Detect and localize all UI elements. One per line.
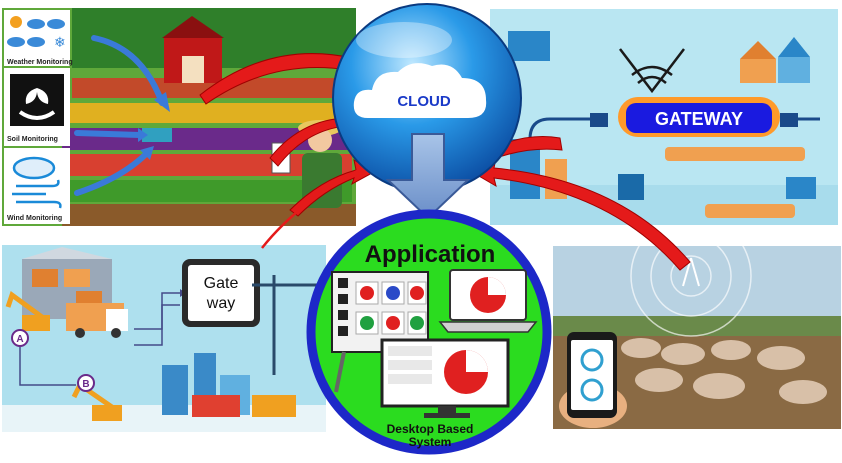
- application-title: Application: [365, 241, 496, 268]
- tablet-gateway-line2: way: [206, 295, 235, 312]
- marker-a-label: A: [16, 334, 23, 345]
- livestock-monitoring-panel: [553, 246, 841, 429]
- trains: [665, 147, 805, 218]
- application-caption-line1: Desktop Based: [387, 422, 474, 436]
- warehouse-logistics-panel: A B Gate way: [2, 245, 326, 432]
- wind-label: Wind Monitoring: [7, 215, 62, 222]
- route-lines: [19, 292, 180, 386]
- construction-area: [162, 275, 320, 417]
- cloud-to-app-arrow-icon: [385, 133, 471, 220]
- marker-a-icon: A: [11, 329, 29, 347]
- tablet-gateway: [182, 259, 260, 327]
- cattle-herd: [621, 338, 827, 404]
- gateway-label: GATEWAY: [655, 109, 743, 129]
- cloud-icon: [353, 63, 487, 118]
- weather-icon: ❄: [7, 16, 66, 50]
- gateway-button: [626, 103, 772, 133]
- marker-b-icon: B: [77, 374, 95, 392]
- sensor-device: [142, 128, 172, 142]
- cloud-label: CLOUD: [397, 93, 450, 110]
- svg-text:❄: ❄: [54, 34, 66, 50]
- excavator-a: [5, 290, 50, 331]
- blue-flow-arrows: [74, 35, 165, 196]
- tablet-gateway-line1: Gate: [204, 275, 239, 292]
- signal-rings: [630, 246, 752, 337]
- desktop-monitor: [380, 338, 510, 418]
- marker-b-label: B: [82, 379, 89, 390]
- laptop-display: [438, 269, 538, 333]
- application-circle: Application: [306, 209, 552, 455]
- soil-plant-icon: [10, 74, 64, 126]
- application-caption-line2: System: [409, 435, 452, 449]
- wind-icon: [12, 156, 62, 209]
- wifi-signal-icon: [619, 48, 685, 94]
- smart-city-gateway-panel: GATEWAY: [490, 9, 838, 225]
- weather-label: Weather Monitoring: [7, 59, 73, 66]
- soil-label: Soil Monitoring: [7, 136, 58, 143]
- barn: [162, 16, 224, 83]
- red-arrow-warehouse: [261, 162, 371, 249]
- smartphone-monitor: [559, 332, 627, 428]
- delivery-truck: [66, 303, 128, 338]
